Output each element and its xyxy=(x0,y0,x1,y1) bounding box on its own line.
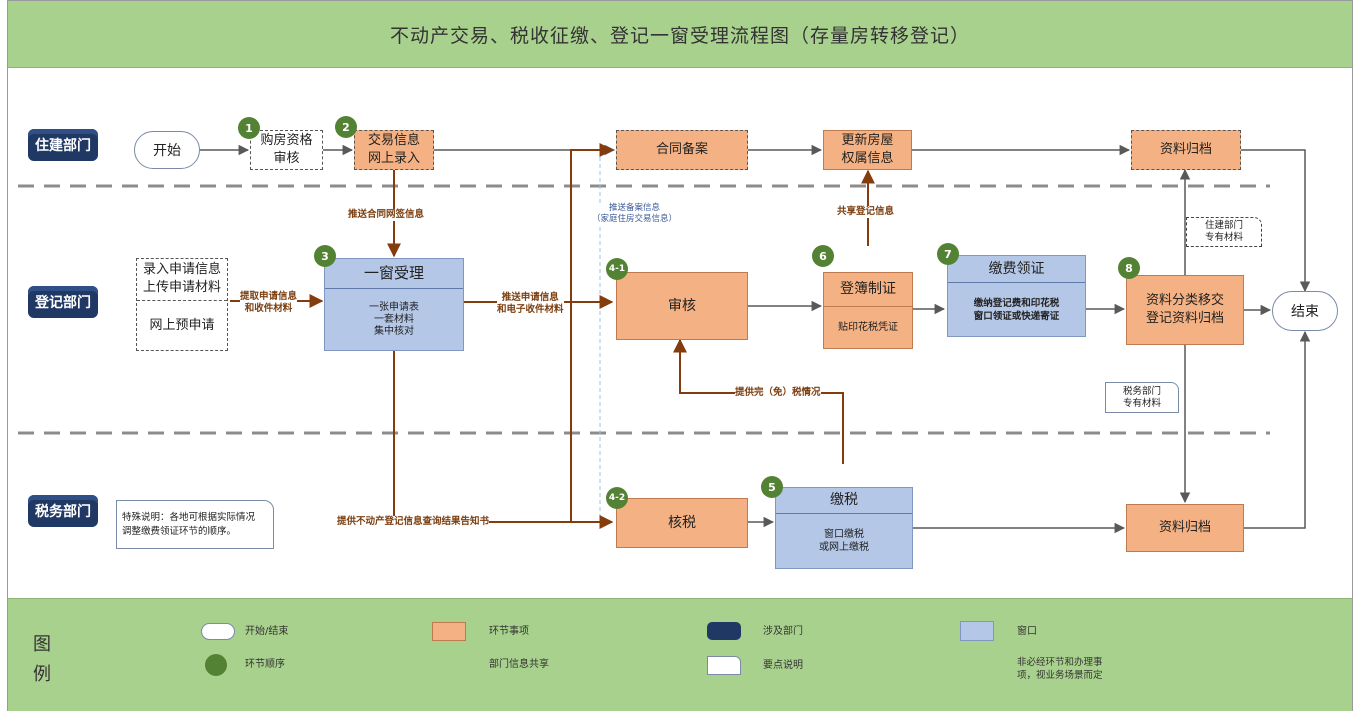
note-tax-material: 税务部门 专有材料 xyxy=(1105,382,1179,413)
step-number-badge: 2 xyxy=(335,116,357,138)
legend-share: 部门信息共享 xyxy=(489,659,549,670)
legend-dept: 涉及部门 xyxy=(763,626,803,637)
step-purchase-qualification: 购房资格 审核 xyxy=(250,130,323,170)
step-archive-housing: 资料归档 xyxy=(1131,130,1241,170)
legend-window-shape xyxy=(960,621,994,641)
legend-start-end-shape xyxy=(201,623,235,640)
step-contract-filing: 合同备案 xyxy=(616,130,748,170)
legend-optional: 非必经环节和办理事 项，视业务场景而定 xyxy=(1017,657,1103,681)
legend-window: 窗口 xyxy=(1017,626,1037,637)
note-housing-material: 住建部门 专有材料 xyxy=(1186,217,1262,247)
note-special-instruction: 特殊说明：各地可根据实际情况 调整缴费领证环节的顺序。 xyxy=(116,500,274,549)
dept-housing: 住建部门 xyxy=(28,129,98,161)
step-review: 审核 xyxy=(616,272,748,340)
step-pay-collect: 缴费领证 缴纳登记费和印花税 窗口领证或快递寄证 xyxy=(947,255,1086,337)
label-share-registration: 共享登记信息 xyxy=(837,206,895,218)
step-number-badge: 8 xyxy=(1118,257,1140,279)
step-number-badge: 6 xyxy=(812,245,834,267)
start-node: 开始 xyxy=(134,131,200,169)
legend-step-shape xyxy=(432,622,466,641)
step-pay-tax: 缴税 窗口缴税 或网上缴税 xyxy=(775,487,913,569)
step-classify-archive: 资料分类移交 登记资料归档 xyxy=(1126,275,1244,345)
step-number-badge: 4-1 xyxy=(606,258,628,280)
legend-note: 要点说明 xyxy=(763,660,803,671)
legend-start-end: 开始/结束 xyxy=(245,626,289,637)
legend-order-shape xyxy=(205,654,227,676)
step-number-badge: 5 xyxy=(761,476,783,498)
step-one-window-acceptance: 一窗受理 一张申请表 一套材料 集中核对 xyxy=(324,258,464,351)
step-tax-assessment: 核税 xyxy=(616,498,748,548)
step-number-badge: 3 xyxy=(314,245,336,267)
legend-order: 环节顺序 xyxy=(245,659,285,670)
label-push-apply: 推送申请信息 和电子收件材料 xyxy=(497,292,564,316)
page-title: 不动产交易、税收征缴、登记一窗受理流程图（存量房转移登记） xyxy=(8,1,1352,68)
label-push-contract: 推送合同网签信息 xyxy=(348,209,425,221)
step-update-property-info: 更新房屋 权属信息 xyxy=(823,130,912,170)
legend-note-shape xyxy=(707,656,741,675)
legend-dept-shape xyxy=(707,622,741,640)
label-tax-status: 提供完（免）税情况 xyxy=(735,387,821,399)
label-push-filing: 推送备案信息 （家庭住房交易信息） xyxy=(592,203,678,225)
step-register-certificate: 登簿制证 贴印花税凭证 xyxy=(823,272,913,349)
step-transaction-entry: 交易信息 网上录入 xyxy=(354,130,434,170)
legend-panel xyxy=(8,598,1352,711)
step-number-badge: 4-2 xyxy=(606,487,628,509)
step-number-badge: 7 xyxy=(937,243,959,265)
legend-step: 环节事项 xyxy=(489,626,529,637)
step-number-badge: 1 xyxy=(238,117,260,139)
step-archive-tax: 资料归档 xyxy=(1126,504,1244,552)
dept-tax: 税务部门 xyxy=(28,495,98,527)
step-online-pre-application: 录入申请信息 上传申请材料 网上预申请 xyxy=(136,258,228,351)
end-node: 结束 xyxy=(1272,291,1338,331)
legend-title: 图 例 xyxy=(33,634,51,685)
label-extract: 提取申请信息 和收件材料 xyxy=(240,291,298,315)
dept-registration: 登记部门 xyxy=(28,286,98,318)
label-provide-query: 提供不动产登记信息查询结果告知书 xyxy=(337,516,490,528)
